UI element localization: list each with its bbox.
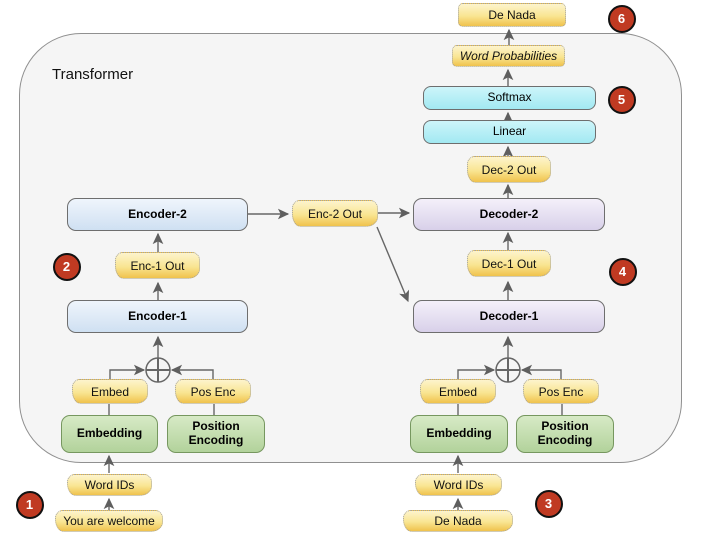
word-ids-tag-left: Word IDs (67, 474, 152, 496)
encoder2-node: Encoder-2 (67, 198, 248, 231)
dec2-out-label: Dec-2 Out (481, 162, 537, 177)
enc1-out-label: Enc-1 Out (130, 258, 185, 273)
softmax-label: Softmax (487, 90, 532, 105)
output-word-label: De Nada (488, 8, 536, 22)
enc1-out-tag: Enc-1 Out (115, 252, 200, 279)
embedding-node-right: Embedding (410, 415, 508, 453)
position-encoding-node-left: Position Encoding (167, 415, 265, 453)
position-encoding-node-right: Position Encoding (516, 415, 614, 453)
encoder1-label: Encoder-1 (128, 308, 187, 323)
enc2-out-label: Enc-2 Out (307, 206, 363, 221)
step-badge-2: 2 (52, 252, 81, 281)
enc2-out-tag: Enc-2 Out (292, 200, 378, 227)
word-ids-left: Word IDs (84, 478, 135, 492)
input-sentence-tag-right: De Nada (403, 510, 513, 532)
embed-tag-left: Embed (72, 379, 148, 404)
word-probabilities-tag: Word Probabilities (452, 45, 565, 67)
input-sentence-left: You are welcome (63, 514, 155, 528)
dec1-out-tag: Dec-1 Out (467, 250, 551, 277)
pos-enc-tag-left: Pos Enc (175, 379, 251, 404)
step-2-number: 2 (62, 259, 71, 274)
encoder1-node: Encoder-1 (67, 300, 248, 333)
linear-node: Linear (423, 120, 596, 144)
step-1-number: 1 (25, 497, 34, 512)
embedding-label-right: Embedding (426, 426, 492, 441)
step-5-number: 5 (617, 92, 626, 107)
decoder2-label: Decoder-2 (479, 206, 539, 221)
input-sentence-right: De Nada (434, 514, 482, 528)
step-6-number: 6 (617, 11, 626, 26)
linear-label: Linear (492, 124, 527, 139)
softmax-node: Softmax (423, 86, 596, 110)
step-badge-3: 3 (534, 489, 563, 518)
embedding-node-left: Embedding (61, 415, 158, 453)
step-badge-5: 5 (607, 85, 636, 114)
position-encoding-label-left: Position Encoding (188, 419, 244, 447)
encoder2-label: Encoder-2 (128, 206, 187, 221)
embed-left: Embed (90, 384, 130, 399)
pos-enc-left: Pos Enc (190, 384, 236, 399)
decoder1-node: Decoder-1 (413, 300, 605, 333)
output-word-tag: De Nada (458, 3, 566, 27)
position-encoding-label-right: Position Encoding (537, 419, 593, 447)
word-ids-right: Word IDs (433, 478, 484, 492)
embedding-label-left: Embedding (76, 426, 143, 441)
input-sentence-tag-left: You are welcome (55, 510, 163, 532)
step-3-number: 3 (544, 496, 553, 511)
decoder2-node: Decoder-2 (413, 198, 605, 231)
embed-right: Embed (438, 384, 478, 399)
embed-tag-right: Embed (420, 379, 496, 404)
pos-enc-tag-right: Pos Enc (523, 379, 599, 404)
word-probabilities-label: Word Probabilities (459, 49, 558, 63)
dec1-out-label: Dec-1 Out (481, 256, 537, 271)
step-badge-6: 6 (607, 4, 636, 33)
decoder1-label: Decoder-1 (479, 308, 539, 323)
step-badge-4: 4 (608, 257, 637, 286)
step-4-number: 4 (618, 264, 627, 279)
step-badge-1: 1 (15, 490, 44, 519)
dec2-out-tag: Dec-2 Out (467, 156, 551, 183)
word-ids-tag-right: Word IDs (415, 474, 502, 496)
frame-title: Transformer (52, 66, 134, 83)
pos-enc-right: Pos Enc (538, 384, 584, 399)
